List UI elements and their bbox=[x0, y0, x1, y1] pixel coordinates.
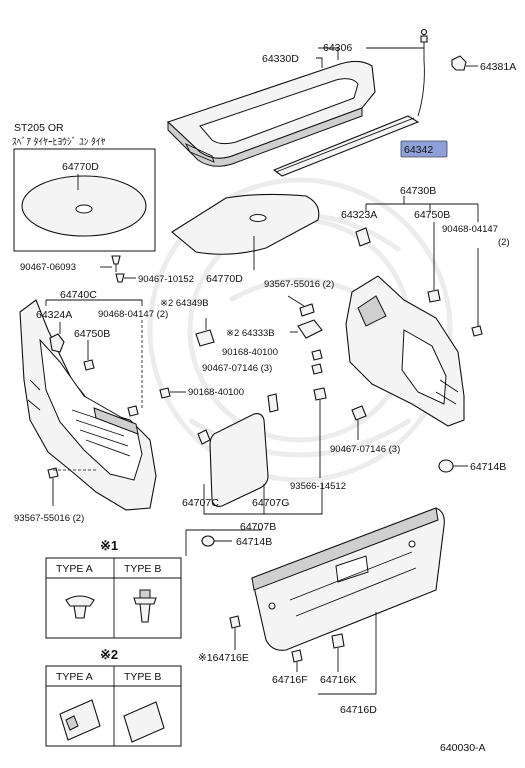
left-side-trim-64740C[interactable] bbox=[19, 299, 157, 511]
label-90168-40100-a[interactable]: 90168-40100 bbox=[222, 347, 278, 358]
bracket-64740C bbox=[45, 299, 143, 306]
clip-90468-04147-left[interactable] bbox=[127, 405, 139, 417]
label-64750B-left[interactable]: 64750B bbox=[74, 328, 110, 340]
spare-note-1: ST205 OR bbox=[14, 122, 64, 134]
clip-64324A[interactable] bbox=[49, 333, 65, 353]
clip-64716F[interactable] bbox=[291, 649, 303, 672]
legend1-grid bbox=[46, 558, 181, 638]
clip-64750B-right[interactable] bbox=[427, 289, 441, 303]
label-64750B-right[interactable]: 64750B bbox=[414, 209, 450, 221]
label-64342[interactable]: 64342 bbox=[404, 144, 433, 156]
label-90468-04147-right[interactable]: 90468-04147 bbox=[442, 224, 498, 235]
legend2-type-a: TYPE A bbox=[56, 671, 93, 683]
label-64349B[interactable]: ※2 64349B bbox=[160, 298, 209, 309]
clip-164716E[interactable] bbox=[229, 615, 241, 650]
screw-93566-14512[interactable] bbox=[313, 387, 327, 478]
label-64770D[interactable]: 64770D bbox=[206, 273, 243, 285]
label-90467-07146-a[interactable]: 90467-07146 (3) bbox=[202, 363, 272, 374]
tray-string-64306[interactable] bbox=[417, 28, 428, 117]
legend2-title: ※2 bbox=[100, 647, 118, 662]
legend1-type-a: TYPE A bbox=[56, 563, 93, 575]
clip-64714B-mid[interactable] bbox=[201, 535, 215, 547]
lid-64707G[interactable] bbox=[209, 413, 269, 507]
label-64306[interactable]: 64306 bbox=[323, 42, 352, 54]
legend2-cap-type-a bbox=[59, 699, 101, 741]
weatherstrip-64342[interactable] bbox=[272, 115, 420, 177]
label-93567-55016-left[interactable]: 93567-55016 (2) bbox=[14, 513, 84, 524]
spare-note-2: ｽﾍﾞｱ ﾀｲﾔｰﾋﾖｳｼﾞ ﾕﾝ ﾀｲﾔ bbox=[12, 137, 106, 148]
legend1-clip-type-b bbox=[133, 589, 157, 623]
screw-93567-55016-right[interactable] bbox=[299, 303, 315, 317]
screw-93567-55016-left[interactable] bbox=[47, 467, 59, 506]
legend2-grid bbox=[46, 666, 181, 746]
right-side-trim-64730B[interactable] bbox=[345, 275, 465, 427]
leader-64306 bbox=[318, 47, 339, 60]
diagram-code: 640030-A bbox=[440, 742, 486, 754]
bracket-64730B bbox=[365, 196, 479, 222]
clip-64714B-right[interactable] bbox=[438, 459, 454, 473]
label-90467-06093[interactable]: 90467-06093 bbox=[20, 262, 76, 273]
label-64333B[interactable]: ※2 64333B bbox=[226, 328, 275, 339]
label-64716F[interactable]: 64716F bbox=[272, 674, 308, 686]
label-64323A[interactable]: 64323A bbox=[341, 209, 377, 221]
label-90468-04147-left[interactable]: 90468-04147 (2) bbox=[98, 309, 168, 320]
legend1-clip-type-a bbox=[65, 595, 95, 619]
label-90467-10152[interactable]: 90467-10152 bbox=[138, 274, 194, 285]
legend2-cap-type-b bbox=[123, 701, 165, 743]
clip-90168-40100-b[interactable] bbox=[159, 387, 171, 399]
clip-bracket-mid[interactable] bbox=[267, 393, 279, 413]
label-93566-14512[interactable]: 93566-14512 bbox=[290, 481, 346, 492]
deck-board-64770D[interactable] bbox=[171, 193, 320, 255]
label-164716E[interactable]: ※164716E bbox=[198, 652, 249, 664]
legend1-title: ※1 bbox=[100, 538, 118, 553]
label-64707C[interactable]: 64707C bbox=[182, 497, 219, 509]
clip-64381A[interactable] bbox=[451, 55, 478, 71]
clip-90168-40100-a[interactable] bbox=[311, 349, 323, 361]
label-90467-07146-b[interactable]: 90467-07146 (3) bbox=[330, 444, 400, 455]
clip-90467-06093[interactable] bbox=[111, 255, 121, 272]
label-64324A[interactable]: 64324A bbox=[36, 309, 72, 321]
clip-90467-07146-b[interactable] bbox=[351, 405, 367, 421]
clip-64323A[interactable] bbox=[355, 227, 371, 247]
label-64714B-mid[interactable]: 64714B bbox=[236, 536, 272, 548]
clip-90467-07146-a[interactable] bbox=[311, 363, 323, 375]
trunk-sill-plate-64716D[interactable] bbox=[251, 507, 445, 651]
label-64330D[interactable]: 64330D bbox=[262, 53, 299, 65]
legend1-type-b: TYPE B bbox=[124, 563, 161, 575]
legend1-box bbox=[45, 557, 182, 639]
bracket-64707B bbox=[185, 529, 262, 556]
highlight-64342 bbox=[400, 140, 448, 158]
label-64716K[interactable]: 64716K bbox=[320, 674, 356, 686]
clip-90468-04147-right[interactable] bbox=[471, 325, 483, 337]
clip-64750B-left[interactable] bbox=[83, 359, 95, 371]
legend2-type-b: TYPE B bbox=[124, 671, 161, 683]
label-64770D-box[interactable]: 64770D bbox=[62, 161, 99, 173]
label-64716D[interactable]: 64716D bbox=[340, 704, 377, 716]
clip-64349B[interactable] bbox=[195, 329, 215, 347]
clip-64716K[interactable] bbox=[331, 633, 345, 672]
leader-64330D bbox=[316, 57, 323, 68]
label-93567-55016-right[interactable]: 93567-55016 (2) bbox=[264, 279, 334, 290]
package-tray-64330D[interactable] bbox=[166, 60, 376, 167]
bracket-64707 bbox=[203, 484, 323, 515]
clip-90467-10152[interactable] bbox=[115, 273, 125, 283]
label-64707B[interactable]: 64707B bbox=[240, 521, 276, 533]
spare-tire-option-box bbox=[13, 148, 156, 252]
leader-93567-right bbox=[287, 295, 305, 307]
cap-64333B[interactable] bbox=[297, 319, 323, 339]
label-64707G[interactable]: 64707G bbox=[252, 497, 289, 509]
label-64740C[interactable]: 64740C bbox=[60, 289, 97, 301]
spare-tire-cover-boxed[interactable] bbox=[21, 175, 147, 237]
label-64730B[interactable]: 64730B bbox=[400, 185, 436, 197]
label-64381A[interactable]: 64381A bbox=[480, 61, 516, 73]
legend2-box bbox=[45, 665, 182, 747]
label-90168-40100-b[interactable]: 90168-40100 bbox=[188, 387, 244, 398]
label-64714B-right[interactable]: 64714B bbox=[470, 461, 506, 473]
label-90468-04147-right-qty: (2) bbox=[498, 237, 510, 248]
bracket-64716D bbox=[318, 612, 377, 695]
